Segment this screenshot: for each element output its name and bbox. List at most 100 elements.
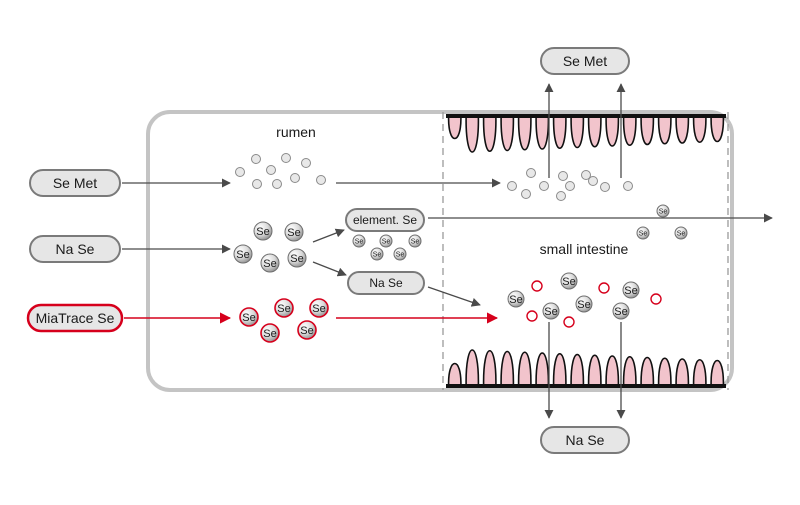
semet-particle <box>252 179 262 189</box>
intermediate-element-se: element. Se <box>345 208 425 232</box>
semet-particle <box>272 179 282 189</box>
se-particle-label: Se <box>312 303 325 315</box>
villi-path <box>446 115 726 153</box>
input-miatrace-se: MiaTrace Se <box>26 303 124 333</box>
semet-particle <box>235 167 245 177</box>
miatrace-ring <box>531 280 543 292</box>
output-na-se: Na Se <box>540 426 630 454</box>
intestine-se-particle: Se <box>542 302 560 320</box>
miatrace-particle: Se <box>309 298 329 318</box>
element-se-particle: Se <box>352 234 366 248</box>
semet-particle <box>521 189 531 199</box>
semet-particle <box>507 181 517 191</box>
se-particle-label: Se <box>287 227 300 239</box>
input-se-met: Se Met <box>29 169 121 197</box>
se-particle-label: Se <box>411 239 420 246</box>
se-particle-label: Se <box>277 303 290 315</box>
intestine-semet-particles <box>507 168 633 201</box>
input-na-se-label: Na Se <box>56 241 95 257</box>
se-particle-label: Se <box>263 258 276 270</box>
villi-path <box>446 349 726 387</box>
se-particle-label: Se <box>290 253 303 265</box>
se-particle-label: Se <box>242 312 255 324</box>
se-particle-label: Se <box>614 306 627 318</box>
miatrace-particle: Se <box>297 320 317 340</box>
se-particle-label: Se <box>355 239 364 246</box>
intestine-se-particle: Se <box>560 272 578 290</box>
semet-particle <box>588 176 598 186</box>
se-particle-label: Se <box>577 299 590 311</box>
arrow-na-se-to-intestine <box>427 286 481 307</box>
miatrace-ring <box>563 316 575 328</box>
se-particle-label: Se <box>677 231 686 238</box>
intestine-se-particle: Se <box>575 295 593 313</box>
intestine-se-particle: Se <box>612 302 630 320</box>
semet-particle <box>290 173 300 183</box>
arrow-to-na-se-intermediate <box>312 261 347 277</box>
semet-particle <box>251 154 261 164</box>
intermediate-na-se: Na Se <box>347 271 425 295</box>
rumen-semet-particles <box>235 153 326 189</box>
se-particle-label: Se <box>544 306 557 318</box>
miatrace-ring <box>526 310 538 322</box>
arrow-to-element-se <box>312 228 345 243</box>
se-particle-label: Se <box>659 209 668 216</box>
se-particle-label: Se <box>263 328 276 340</box>
small-intestine-label: small intestine <box>540 241 629 257</box>
se-particle-label: Se <box>382 239 391 246</box>
output-se-met: Se Met <box>540 47 630 75</box>
semet-particle <box>301 158 311 168</box>
se-particle-label: Se <box>373 252 382 259</box>
excreted-se-particle: Se <box>636 226 650 240</box>
organism-outline <box>146 110 734 392</box>
intestinal-villi-top <box>446 114 726 153</box>
semet-particle <box>266 165 276 175</box>
miatrace-particle: Se <box>260 323 280 343</box>
intestinal-villi-bottom <box>446 349 726 388</box>
se-particle-label: Se <box>256 226 269 238</box>
excreted-se-particle: Se <box>674 226 688 240</box>
miatrace-ring <box>650 293 662 305</box>
se-particle-label: Se <box>236 249 249 261</box>
se-particle-label: Se <box>509 294 522 306</box>
semet-particle <box>600 182 610 192</box>
na-se-particle: Se <box>260 253 280 273</box>
se-particle-label: Se <box>396 252 405 259</box>
se-particle-label: Se <box>639 231 648 238</box>
na-se-particle: Se <box>253 221 273 241</box>
intestine-se-particle: Se <box>507 290 525 308</box>
element-se-particle: Se <box>370 247 384 261</box>
element-se-particle: Se <box>393 247 407 261</box>
miatrace-particle: Se <box>239 307 259 327</box>
semet-particle <box>565 181 575 191</box>
se-particle-label: Se <box>300 325 313 337</box>
intestine-se-particle: Se <box>622 281 640 299</box>
semet-particle <box>558 171 568 181</box>
na-se-particle: Se <box>284 222 304 242</box>
rumen-label: rumen <box>276 124 316 140</box>
intermediate-element-se-label: element. Se <box>353 213 417 227</box>
semet-particle <box>581 170 591 180</box>
input-miatrace-se-label: MiaTrace Se <box>36 310 115 326</box>
semet-particle <box>281 153 291 163</box>
element-se-particle: Se <box>408 234 422 248</box>
na-se-particle: Se <box>287 248 307 268</box>
semet-particle <box>526 168 536 178</box>
output-na-se-label: Na Se <box>566 432 605 448</box>
excreted-se-particle: Se <box>656 204 670 218</box>
input-na-se: Na Se <box>29 235 121 263</box>
element-se-particle: Se <box>379 234 393 248</box>
miatrace-ring <box>598 282 610 294</box>
miatrace-particle: Se <box>274 298 294 318</box>
semet-particle <box>623 181 633 191</box>
input-se-met-label: Se Met <box>53 175 97 191</box>
na-se-particle: Se <box>233 244 253 264</box>
semet-particle <box>316 175 326 185</box>
